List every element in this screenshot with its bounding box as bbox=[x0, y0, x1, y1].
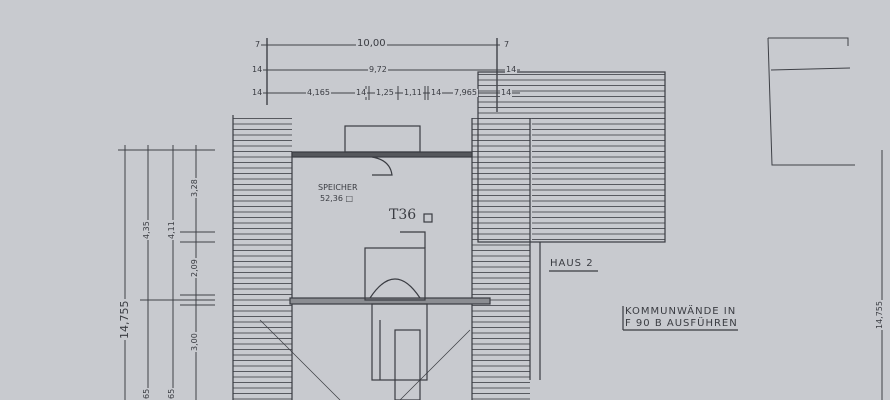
dim-segment: 4,165 bbox=[306, 88, 331, 97]
dim-segment: 65 bbox=[167, 387, 176, 400]
dim-total-depth-right: 14,755 bbox=[875, 300, 884, 330]
dim-segment: 3,28 bbox=[190, 178, 199, 198]
room-name: SPEICHER bbox=[318, 183, 358, 192]
dim-end-label: 14 bbox=[500, 88, 513, 97]
dim-segment: 4,35 bbox=[142, 220, 151, 240]
dim-end-label: 14 bbox=[505, 65, 518, 74]
dim-segment: 1,25 bbox=[375, 88, 395, 97]
dim-end-label: 7 bbox=[503, 40, 511, 49]
dim-segment: 2,09 bbox=[190, 258, 199, 278]
dim-end-label: 7 bbox=[254, 40, 262, 49]
note-line-1: KOMMUNWÄNDE IN bbox=[625, 306, 737, 317]
dim-segment: 3,00 bbox=[190, 332, 199, 352]
dim-total-depth: 14,755 bbox=[118, 299, 131, 340]
roof-hatch-right bbox=[532, 118, 665, 242]
dim-mark: 14 bbox=[355, 88, 368, 97]
dim-inner-width: 9,72 bbox=[368, 65, 388, 74]
dim-segment: 65 bbox=[142, 387, 151, 400]
dim-mark: 14 bbox=[430, 88, 443, 97]
note-line-2: F 90 B AUSFÜHREN bbox=[625, 318, 738, 329]
dim-segment: 1,11 bbox=[403, 88, 423, 97]
dim-segment: 4,11 bbox=[167, 220, 176, 240]
house-label: HAUS 2 bbox=[550, 258, 594, 269]
dim-total-width: 10,00 bbox=[356, 38, 387, 49]
roof-hatch-middle bbox=[472, 118, 530, 400]
room-area: 52,36 □ bbox=[320, 194, 354, 203]
dim-end-label: 14 bbox=[251, 88, 264, 97]
roof-hatch-left bbox=[233, 115, 292, 400]
dim-end-label: 14 bbox=[251, 65, 264, 74]
stair-mark: T36 bbox=[389, 207, 417, 223]
dim-segment: 7,965 bbox=[453, 88, 478, 97]
